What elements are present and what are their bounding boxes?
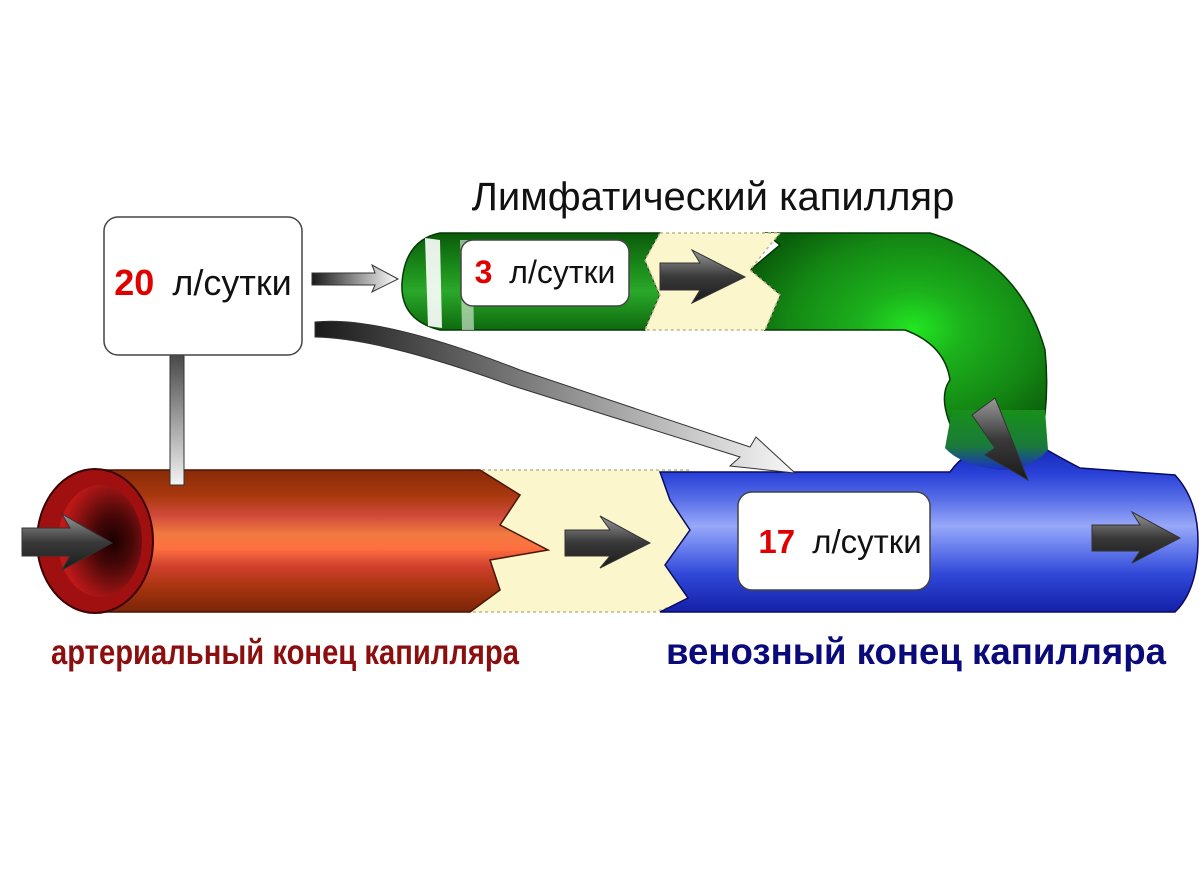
filtration-label: 20 л/сутки — [114, 262, 291, 303]
lymph-flow-unit: л/сутки — [509, 254, 615, 290]
arterial-end-label: артериальный конец капилляра — [51, 633, 519, 672]
lymphatic-capillary-title: Лимфатический капилляр — [472, 175, 955, 219]
reabsorption-value: 17 — [758, 523, 795, 560]
reabsorption-box — [737, 491, 931, 591]
filtration-unit: л/сутки — [172, 262, 291, 303]
lymphatic-valve-slit — [425, 238, 442, 328]
reabsorption-unit: л/сутки — [812, 523, 921, 560]
lymph-flow-arrow — [659, 248, 747, 305]
reabsorption-arrow — [314, 320, 797, 474]
lymph-flow-label: 3 л/сутки — [475, 254, 616, 290]
filtration-box — [103, 216, 303, 356]
venous-end-label: венозный конец капилляра — [666, 631, 1166, 672]
to-lymph-arrow — [311, 263, 400, 294]
filtration-value: 20 — [114, 262, 154, 303]
lymph-flow-value: 3 — [475, 254, 493, 290]
reabsorption-label: 17 л/сутки — [758, 523, 921, 560]
arterial-capillary-tube — [94, 469, 551, 613]
lymph-to-vein-arrow — [971, 397, 1030, 482]
arterial-inflow-arrow — [21, 512, 114, 572]
lymph-flow-box — [460, 239, 630, 307]
venous-outflow-arrow — [1091, 510, 1182, 564]
interstitial-flow-arrow — [564, 515, 652, 569]
